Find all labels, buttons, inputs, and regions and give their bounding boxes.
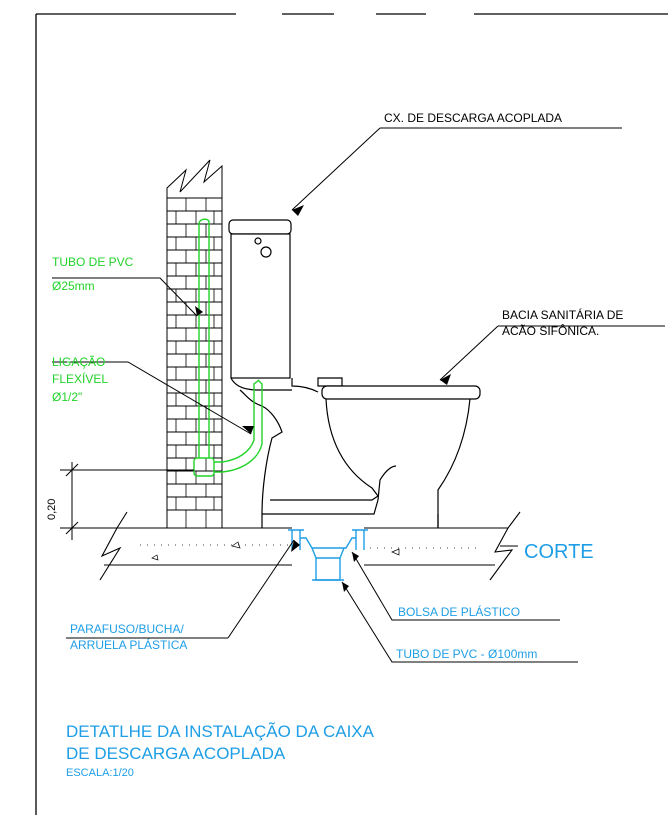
toilet-bowl xyxy=(230,377,481,528)
water-supply-pipe xyxy=(193,218,263,477)
dimension-value: 0,20 xyxy=(46,498,58,520)
leader-lines xyxy=(52,127,665,663)
sewer-fittings xyxy=(288,529,368,581)
leader-arrows xyxy=(195,205,451,592)
label-plastic-socket: BOLSA DE PLÁSTICO xyxy=(398,605,521,619)
sheet-frame xyxy=(35,13,668,815)
floor-slab xyxy=(99,511,521,581)
drawing-title-line2: DE DESCARGA ACOPLADA xyxy=(66,744,286,763)
brick-wall xyxy=(166,159,223,528)
dimension-line xyxy=(60,462,194,540)
label-flex-line3: Ø1/2" xyxy=(52,390,83,404)
drawing-scale: ESCALA:1/20 xyxy=(66,767,134,779)
drawing-title-line1: DETATLHE DA INSTALAÇÃO DA CAIXA xyxy=(66,722,374,741)
label-pvc-pipe-line2: Ø25mm xyxy=(52,279,95,293)
label-screw-line2: ARRUELA PLÁSTICA xyxy=(70,638,188,652)
label-pvc-100: TUBO DE PVC - Ø100mm xyxy=(396,647,538,661)
cistern xyxy=(228,219,292,379)
section-label: CORTE xyxy=(524,541,594,563)
label-flex-line1: LIGAÇÃO xyxy=(52,355,106,369)
label-flex-line2: FLEXÍVEL xyxy=(52,372,109,386)
label-toilet-line1: BACIA SANITÁRIA DE xyxy=(502,308,624,322)
label-screw-line1: PARAFUSO/BUCHA/ xyxy=(70,622,184,636)
label-cistern: CX. DE DESCARGA ACOPLADA xyxy=(384,111,563,125)
label-toilet-line2: ACÃO SIFÔNICA. xyxy=(502,324,600,338)
label-pvc-pipe-line1: TUBO DE PVC xyxy=(52,255,134,269)
